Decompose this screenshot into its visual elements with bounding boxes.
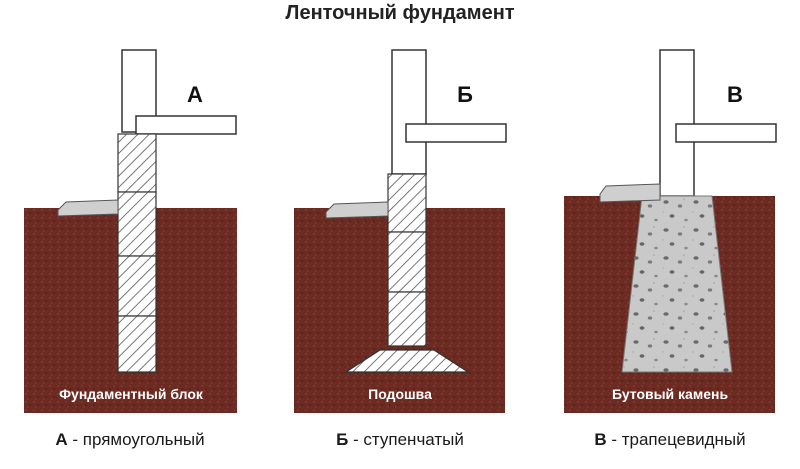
- ground-label-b: Подошва: [368, 386, 432, 402]
- foundation-blocks-b: [387, 173, 427, 347]
- floor-slab-a: [135, 115, 237, 135]
- caption-a: А - прямоугольный: [0, 430, 260, 450]
- blind-area-v: [599, 183, 661, 203]
- caption-letter-a: А: [55, 430, 68, 449]
- ground-label-a: Фундаментный блок: [59, 386, 203, 402]
- blind-area-a: [57, 199, 119, 217]
- wall-b: [391, 49, 427, 175]
- panel-letter-a: А: [187, 82, 203, 107]
- footing-b: [343, 349, 471, 373]
- rubble-stone-v: [621, 195, 733, 373]
- blind-area-b: [325, 201, 389, 219]
- caption-text-a: - прямоугольный: [67, 430, 205, 449]
- panel-v: [564, 49, 777, 413]
- caption-letter-v: В: [594, 430, 607, 449]
- wall-v: [659, 49, 695, 197]
- floor-slab-b: [405, 123, 507, 143]
- foundation-blocks-a: [117, 133, 157, 373]
- caption-v: В - трапецевидный: [540, 430, 800, 450]
- floor-slab-v: [675, 123, 777, 143]
- panel-letter-v: В: [727, 82, 743, 107]
- panel-letter-b: Б: [457, 82, 473, 107]
- caption-text-b: - ступенчатый: [348, 430, 464, 449]
- panel-b: [294, 49, 507, 413]
- page-title: Ленточный фундамент: [285, 2, 515, 24]
- panel-a: [24, 49, 237, 413]
- caption-b: Б - ступенчатый: [270, 430, 530, 450]
- ground-label-v: Бутовый камень: [611, 386, 729, 402]
- caption-text-v: - трапецевидный: [606, 430, 746, 449]
- caption-letter-b: Б: [336, 430, 349, 449]
